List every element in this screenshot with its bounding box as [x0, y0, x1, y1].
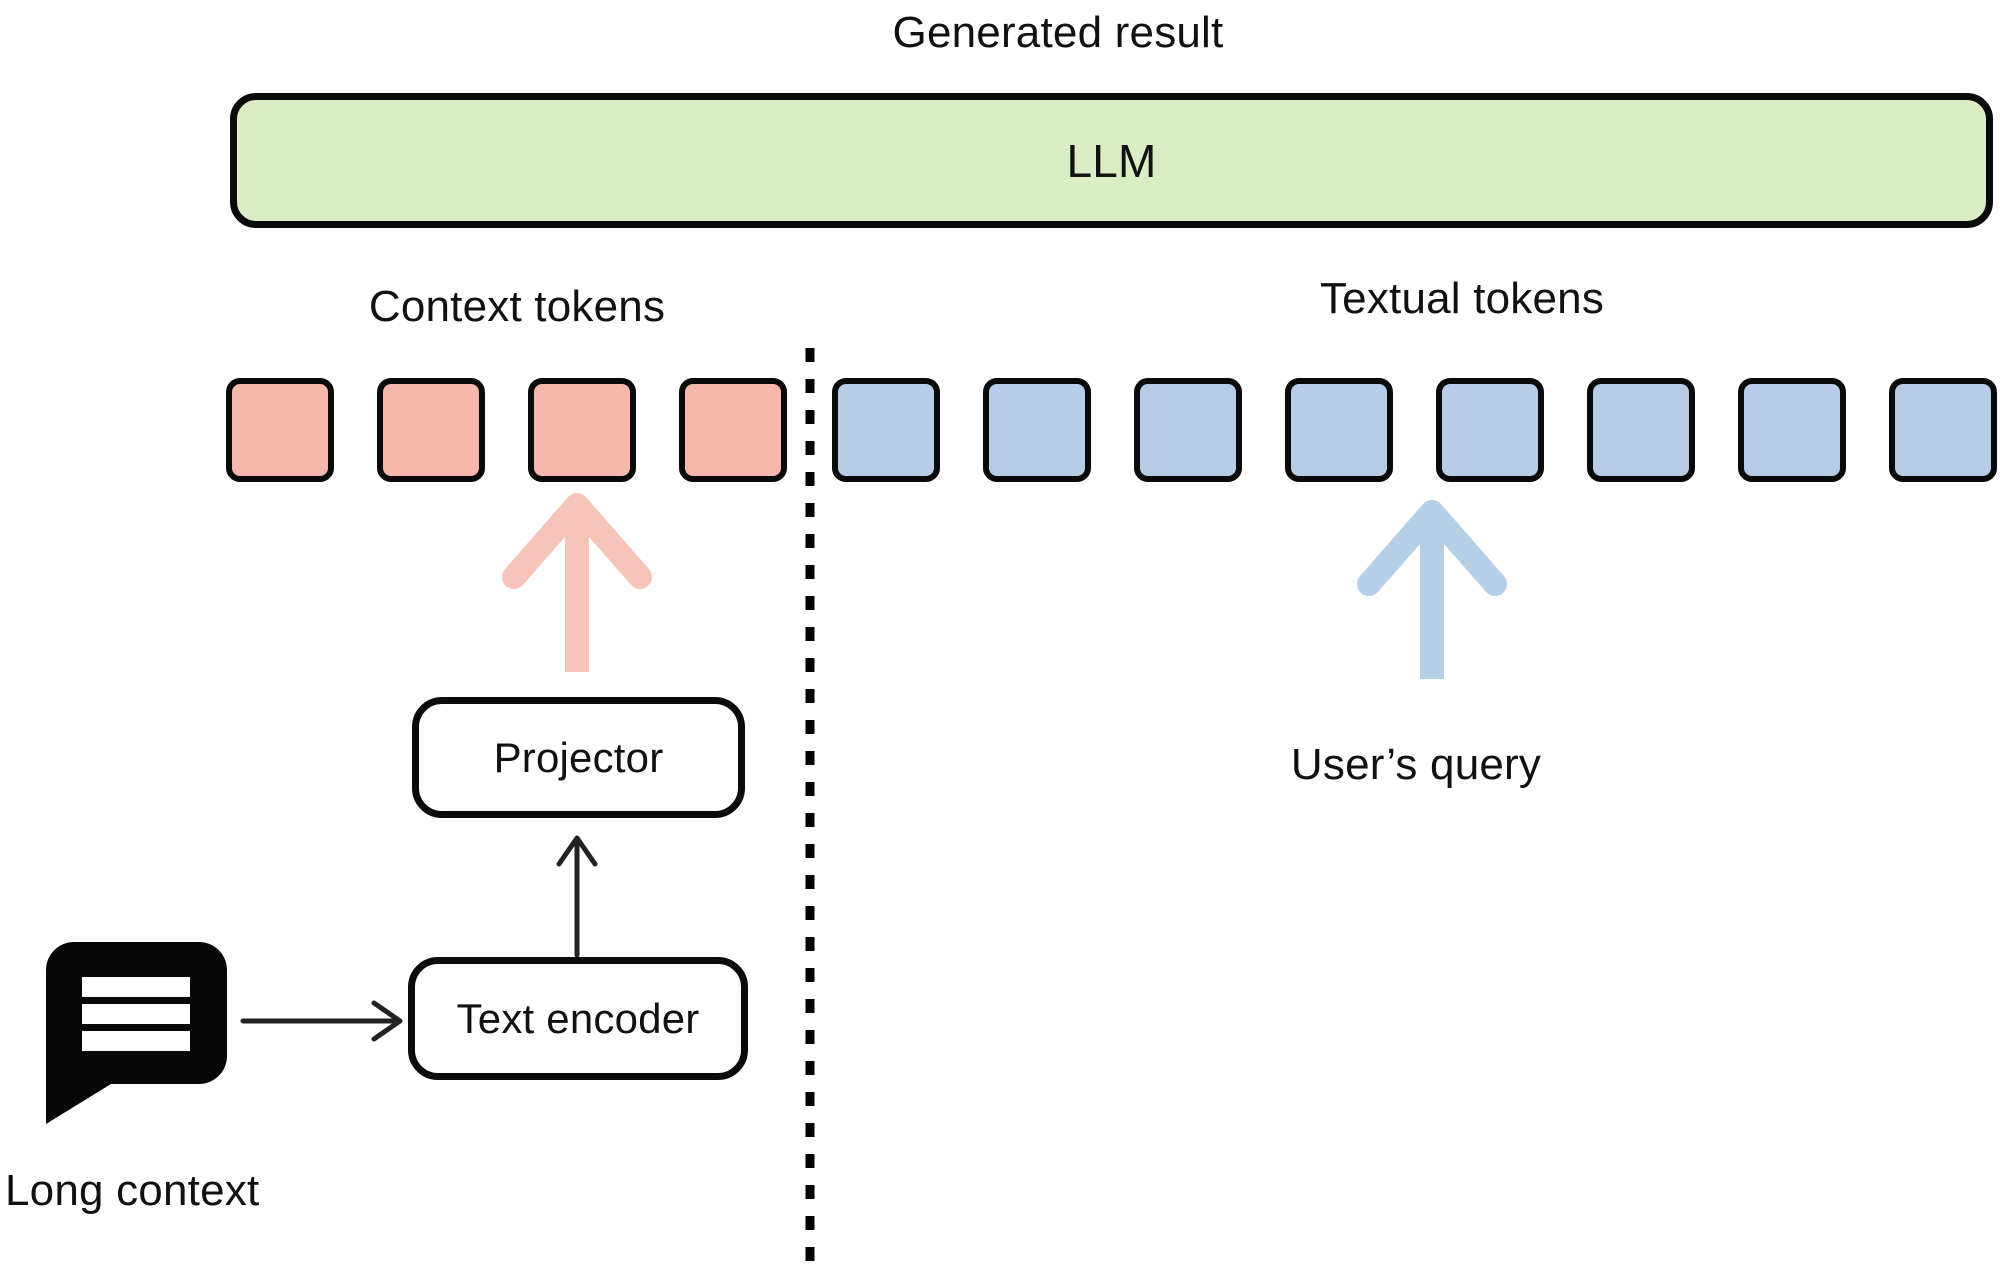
context-token	[377, 378, 485, 482]
textual-token	[1738, 378, 1846, 482]
textual-token	[832, 378, 940, 482]
diagram-title: Generated result	[892, 8, 1224, 57]
thin-right-arrow-icon	[240, 1000, 403, 1042]
text-encoder-box: Text encoder	[408, 957, 748, 1080]
llm-box: LLM	[230, 93, 1993, 228]
pink-up-arrow-icon	[502, 493, 652, 672]
blue-up-arrow-icon	[1357, 500, 1507, 679]
context-token-row	[226, 378, 787, 482]
textual-token	[1436, 378, 1544, 482]
long-context-annotation: Long context	[5, 1166, 260, 1215]
textual-token	[1587, 378, 1695, 482]
projector-box-label: Projector	[493, 733, 664, 781]
textual-token	[983, 378, 1091, 482]
context-token	[528, 378, 636, 482]
textual-token-row	[832, 378, 1997, 482]
text-encoder-box-label: Text encoder	[456, 994, 700, 1042]
context-token	[679, 378, 787, 482]
textual-token	[1285, 378, 1393, 482]
textual-token	[1889, 378, 1997, 482]
context-token	[226, 378, 334, 482]
thin-up-arrow-icon	[556, 835, 598, 958]
speech-bubble-with-text-lines-icon	[46, 942, 227, 1124]
context-tokens-label: Context tokens	[368, 282, 666, 331]
users-query-annotation: User’s query	[1290, 740, 1542, 789]
projector-box: Projector	[412, 697, 745, 818]
textual-tokens-label: Textual tokens	[1319, 274, 1605, 323]
textual-token	[1134, 378, 1242, 482]
llm-box-label: LLM	[1066, 134, 1157, 187]
